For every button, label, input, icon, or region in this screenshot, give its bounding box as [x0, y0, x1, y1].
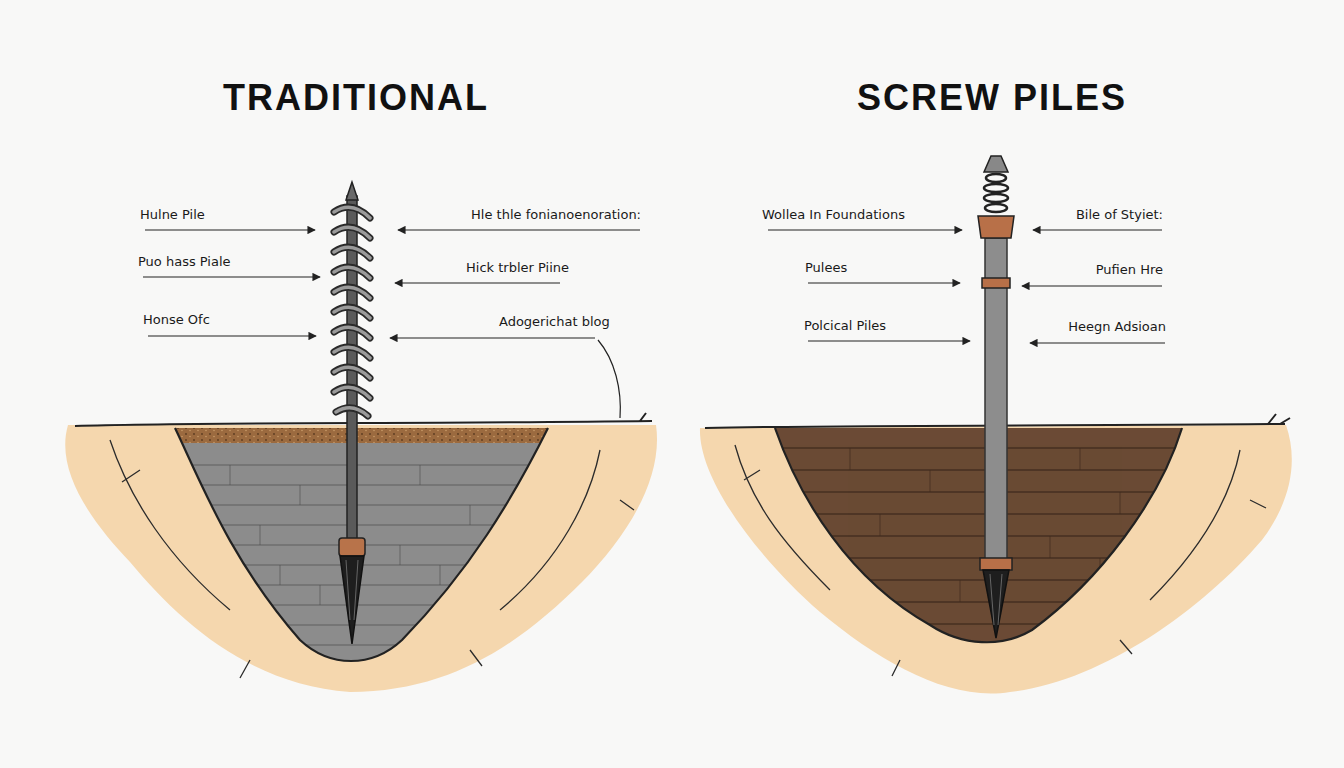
- spring-coil: [984, 174, 1008, 212]
- helix-blade: [334, 207, 370, 416]
- copper-ring: [982, 278, 1010, 288]
- tip-flute: [990, 574, 1002, 625]
- trench-outline: [775, 428, 1182, 642]
- brick-line: [160, 465, 560, 645]
- trench-fill: [760, 425, 1200, 665]
- trench-fill: [160, 425, 560, 675]
- part-label: Wollea In Foundations: [762, 207, 957, 223]
- part-label: Honse Ofc: [143, 312, 313, 328]
- helix-outline: [334, 207, 370, 416]
- part-label: Polcical Piles: [804, 318, 964, 334]
- brick-line: [760, 448, 1200, 624]
- pile-cap: [984, 156, 1008, 172]
- part-label: Adogerichat blog: [499, 314, 659, 330]
- copper-collar: [339, 538, 365, 556]
- leader-arrow: [143, 230, 1165, 418]
- pile-tip: [983, 570, 1009, 638]
- section-title: SCREW PILES: [812, 76, 1172, 119]
- part-label: Hick trbler Piine: [466, 260, 626, 276]
- part-label: Pufien Hre: [1013, 262, 1163, 278]
- part-label: Hle thle fonianoenoration:: [401, 207, 641, 223]
- copper-collar: [980, 558, 1012, 570]
- topsoil-layer: [160, 425, 560, 443]
- part-label: Bile of Styiet:: [993, 207, 1163, 223]
- trench-outline: [175, 428, 548, 661]
- gravel-fill: [160, 425, 560, 675]
- copper-collar: [978, 216, 1014, 238]
- section-title: TRADITIONAL: [176, 76, 536, 119]
- pile-tip: [340, 556, 364, 644]
- pile-spike: [346, 182, 358, 200]
- tip-flute: [346, 560, 358, 620]
- soil-halo: [65, 425, 657, 692]
- part-label: Puo hass Piale: [138, 254, 313, 270]
- part-label: Hulne Pile: [140, 207, 315, 223]
- earth-fill: [760, 425, 1200, 665]
- part-label: Pulees: [805, 260, 955, 276]
- part-label: Heegn Adsioan: [1006, 319, 1166, 335]
